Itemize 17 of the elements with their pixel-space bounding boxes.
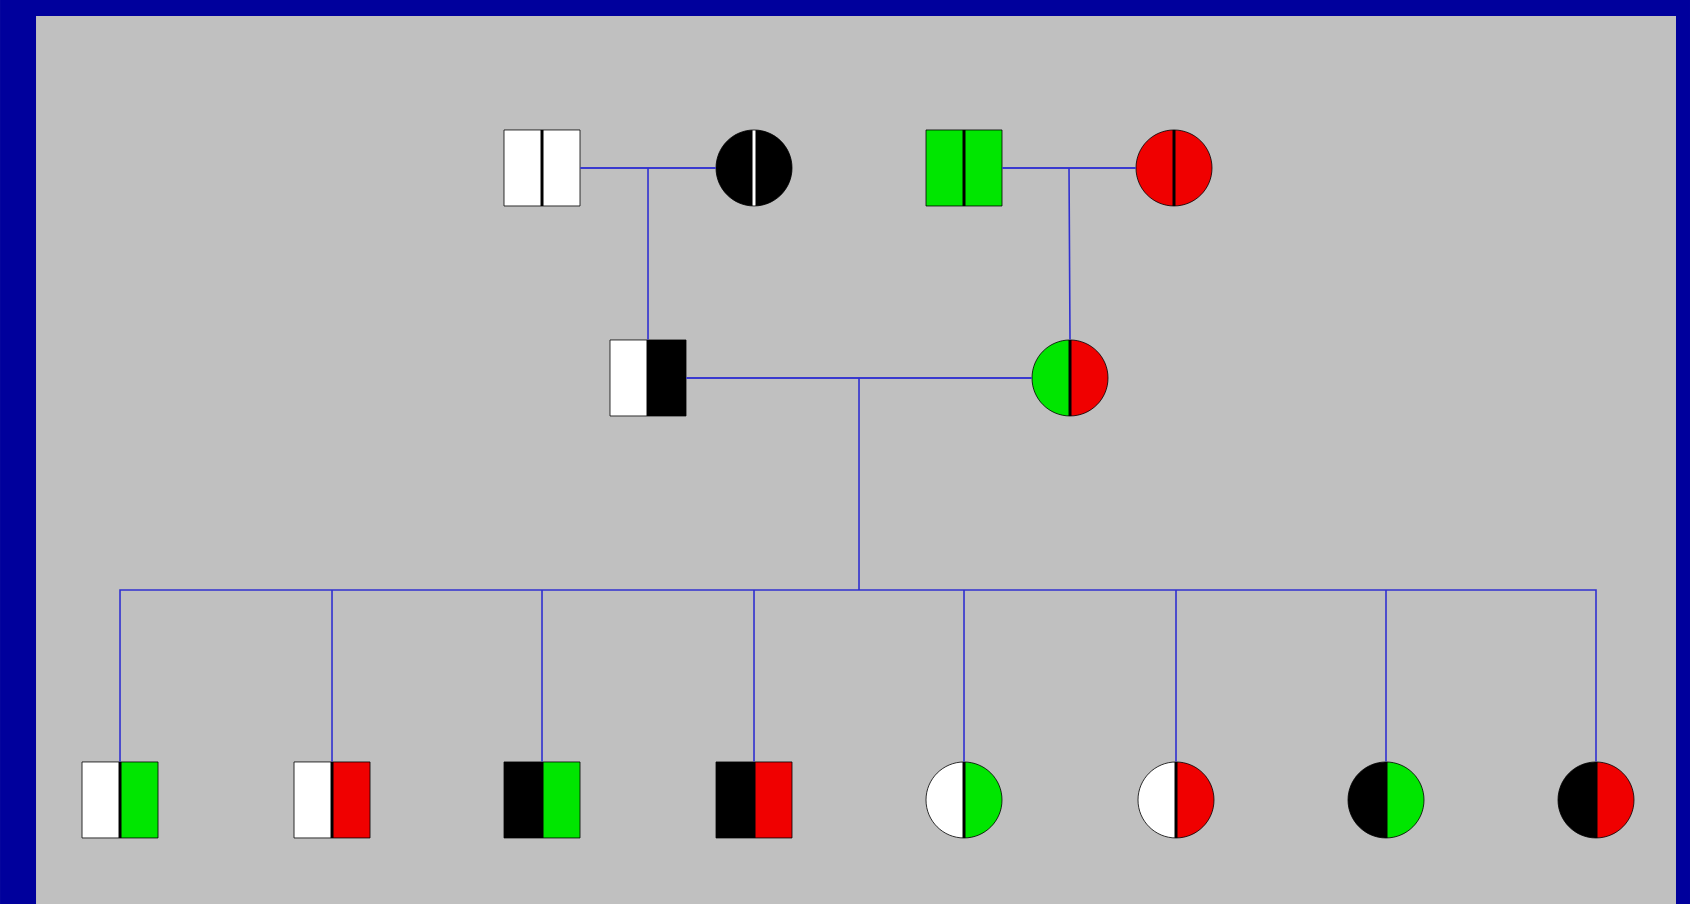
male-symbol — [925, 129, 1003, 207]
female-symbol — [1347, 761, 1425, 839]
female-symbol — [1137, 761, 1215, 839]
male-symbol — [81, 761, 159, 839]
female-symbol — [1135, 129, 1213, 207]
descent-line — [1001, 167, 1137, 341]
female-symbol — [715, 129, 793, 207]
female-symbol — [925, 761, 1003, 839]
male-symbol — [293, 761, 371, 839]
female-symbol — [1557, 761, 1635, 839]
male-symbol — [715, 761, 793, 839]
female-symbol — [1031, 339, 1109, 417]
descent-line — [579, 167, 717, 341]
male-symbol — [503, 129, 581, 207]
descent-line — [119, 377, 1597, 763]
male-symbol — [609, 339, 687, 417]
male-symbol — [503, 761, 581, 839]
